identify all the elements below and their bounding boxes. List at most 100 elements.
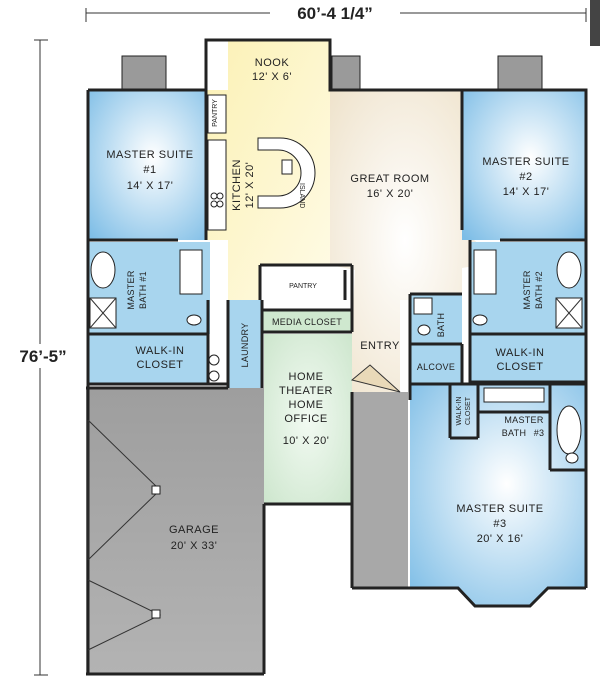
svg-text:MASTER: MASTER bbox=[504, 415, 544, 425]
height-dimension: 76’-5” bbox=[0, 39, 86, 676]
great-room-area bbox=[330, 90, 480, 392]
label-great-room: GREAT ROOM 16' X 20' bbox=[350, 173, 429, 200]
walk-in-closet-1-area bbox=[88, 334, 208, 384]
svg-text:GARAGE: GARAGE bbox=[169, 524, 219, 536]
shower-1-icon bbox=[89, 297, 117, 329]
svg-text:GREAT ROOM: GREAT ROOM bbox=[350, 173, 429, 185]
svg-text:OFFICE: OFFICE bbox=[284, 413, 327, 425]
washer-icon bbox=[208, 354, 220, 366]
svg-text:#3: #3 bbox=[534, 428, 545, 438]
svg-text:CLOSET: CLOSET bbox=[136, 359, 183, 371]
toilet-2-icon bbox=[472, 314, 488, 326]
label-walk-in-closet-1: WALK-IN CLOSET bbox=[136, 345, 185, 371]
home-theater-area bbox=[264, 334, 352, 504]
stove-burner bbox=[210, 192, 218, 200]
master-suite-1-area bbox=[88, 90, 206, 240]
svg-text:NOOK: NOOK bbox=[255, 57, 290, 69]
tub-2-icon bbox=[556, 251, 582, 289]
label-laundry: LAUNDRY bbox=[240, 323, 250, 368]
walls bbox=[86, 38, 588, 676]
garage-door-1 bbox=[87, 419, 161, 561]
label-entry: ENTRY bbox=[360, 340, 400, 352]
svg-text:12' X 20': 12' X 20' bbox=[244, 162, 256, 209]
bath-sink-icon bbox=[413, 297, 433, 315]
toilet-3-icon bbox=[565, 452, 579, 464]
chimney-center bbox=[331, 55, 361, 91]
laundry-area bbox=[228, 300, 262, 388]
label-kitchen: KITCHEN 12' X 20' bbox=[231, 159, 256, 211]
tub-1-icon bbox=[90, 251, 116, 289]
kitchen-counter bbox=[207, 139, 227, 231]
svg-text:14' X 17': 14' X 17' bbox=[503, 186, 550, 198]
svg-text:20' X 16': 20' X 16' bbox=[477, 533, 524, 545]
svg-text:HOME: HOME bbox=[289, 399, 324, 411]
svg-text:THEATER: THEATER bbox=[279, 385, 333, 397]
svg-text:MASTER: MASTER bbox=[126, 270, 136, 310]
svg-text:BATH #2: BATH #2 bbox=[534, 271, 544, 309]
label-master-suite-1: MASTER SUITE #1 14' X 17' bbox=[106, 149, 193, 192]
label-master-bath-3: MASTER BATH #3 bbox=[502, 415, 545, 438]
chimney-left bbox=[121, 55, 167, 91]
label-media-closet: MEDIA CLOSET bbox=[272, 317, 342, 327]
label-master-bath-2: MASTER BATH #2 bbox=[522, 270, 544, 310]
svg-text:HOME: HOME bbox=[289, 371, 324, 383]
media-closet-area bbox=[262, 310, 352, 332]
svg-text:CLOSET: CLOSET bbox=[465, 396, 472, 425]
width-label: 60’-4 1/4” bbox=[297, 4, 373, 23]
vanity-2-icon bbox=[473, 249, 497, 295]
label-alcove: ALCOVE bbox=[417, 362, 455, 372]
svg-text:12' X 6': 12' X 6' bbox=[252, 71, 292, 83]
svg-text:WALK-IN: WALK-IN bbox=[496, 347, 545, 359]
svg-text:WALK-IN: WALK-IN bbox=[136, 345, 185, 357]
garage-area bbox=[86, 388, 264, 674]
svg-text:MASTER SUITE: MASTER SUITE bbox=[456, 503, 543, 515]
label-bath: BATH bbox=[436, 313, 446, 338]
svg-text:BATH: BATH bbox=[502, 428, 527, 438]
svg-text:CLOSET: CLOSET bbox=[496, 361, 543, 373]
chimney-right bbox=[497, 55, 543, 91]
edge-artifact bbox=[590, 0, 600, 46]
svg-text:MASTER: MASTER bbox=[522, 270, 532, 310]
svg-text:#1: #1 bbox=[143, 164, 156, 176]
label-pantry: PANTRY bbox=[289, 283, 317, 290]
island-sink bbox=[281, 159, 293, 175]
svg-text:10' X 20': 10' X 20' bbox=[283, 435, 330, 447]
kitchen-area bbox=[206, 40, 330, 300]
master-suite-2-area bbox=[462, 90, 586, 240]
dryer-icon bbox=[208, 370, 220, 382]
label-master-bath-1: MASTER BATH #1 bbox=[126, 270, 148, 310]
island-counter bbox=[257, 137, 316, 209]
tub-3-icon bbox=[556, 405, 582, 455]
toilet-1-icon bbox=[186, 314, 202, 326]
svg-text:MASTER SUITE: MASTER SUITE bbox=[106, 149, 193, 161]
label-pantry-small: PANTRY bbox=[212, 99, 219, 127]
svg-text:20' X 33': 20' X 33' bbox=[171, 540, 218, 552]
label-nook: NOOK 12' X 6' bbox=[252, 57, 292, 83]
svg-text:BATH #1: BATH #1 bbox=[138, 271, 148, 309]
label-master-suite-2: MASTER SUITE #2 14' X 17' bbox=[482, 156, 569, 198]
label-garage: GARAGE 20' X 33' bbox=[169, 524, 219, 552]
svg-text:WALK-IN: WALK-IN bbox=[456, 397, 463, 426]
label-walk-in-closet-2: WALK-IN CLOSET bbox=[496, 347, 545, 373]
walk-in-closet-2-area bbox=[470, 334, 586, 382]
label-master-suite-3: MASTER SUITE #3 20' X 16' bbox=[456, 503, 543, 545]
porch-area bbox=[352, 392, 408, 588]
svg-text:MASTER SUITE: MASTER SUITE bbox=[482, 156, 569, 168]
svg-text:14' X 17': 14' X 17' bbox=[127, 180, 174, 192]
entry-door-swing bbox=[350, 364, 401, 393]
vanity-3-icon bbox=[483, 387, 545, 403]
toilet-bath-icon bbox=[417, 324, 431, 336]
svg-text:#2: #2 bbox=[519, 171, 532, 183]
pantry-small-box bbox=[207, 94, 227, 134]
svg-text:KITCHEN: KITCHEN bbox=[231, 159, 243, 211]
island-label: ISLAND bbox=[298, 183, 305, 208]
svg-text:#3: #3 bbox=[493, 518, 506, 530]
label-walk-in-closet-3: WALK-IN CLOSET bbox=[456, 396, 472, 425]
width-dimension: 60’-4 1/4” bbox=[85, 2, 587, 23]
height-label: 76’-5” bbox=[19, 347, 66, 366]
svg-text:16' X 20': 16' X 20' bbox=[367, 188, 414, 200]
alcove-area bbox=[410, 344, 462, 384]
garage-door-2 bbox=[87, 579, 162, 651]
shower-2-icon bbox=[555, 297, 583, 329]
